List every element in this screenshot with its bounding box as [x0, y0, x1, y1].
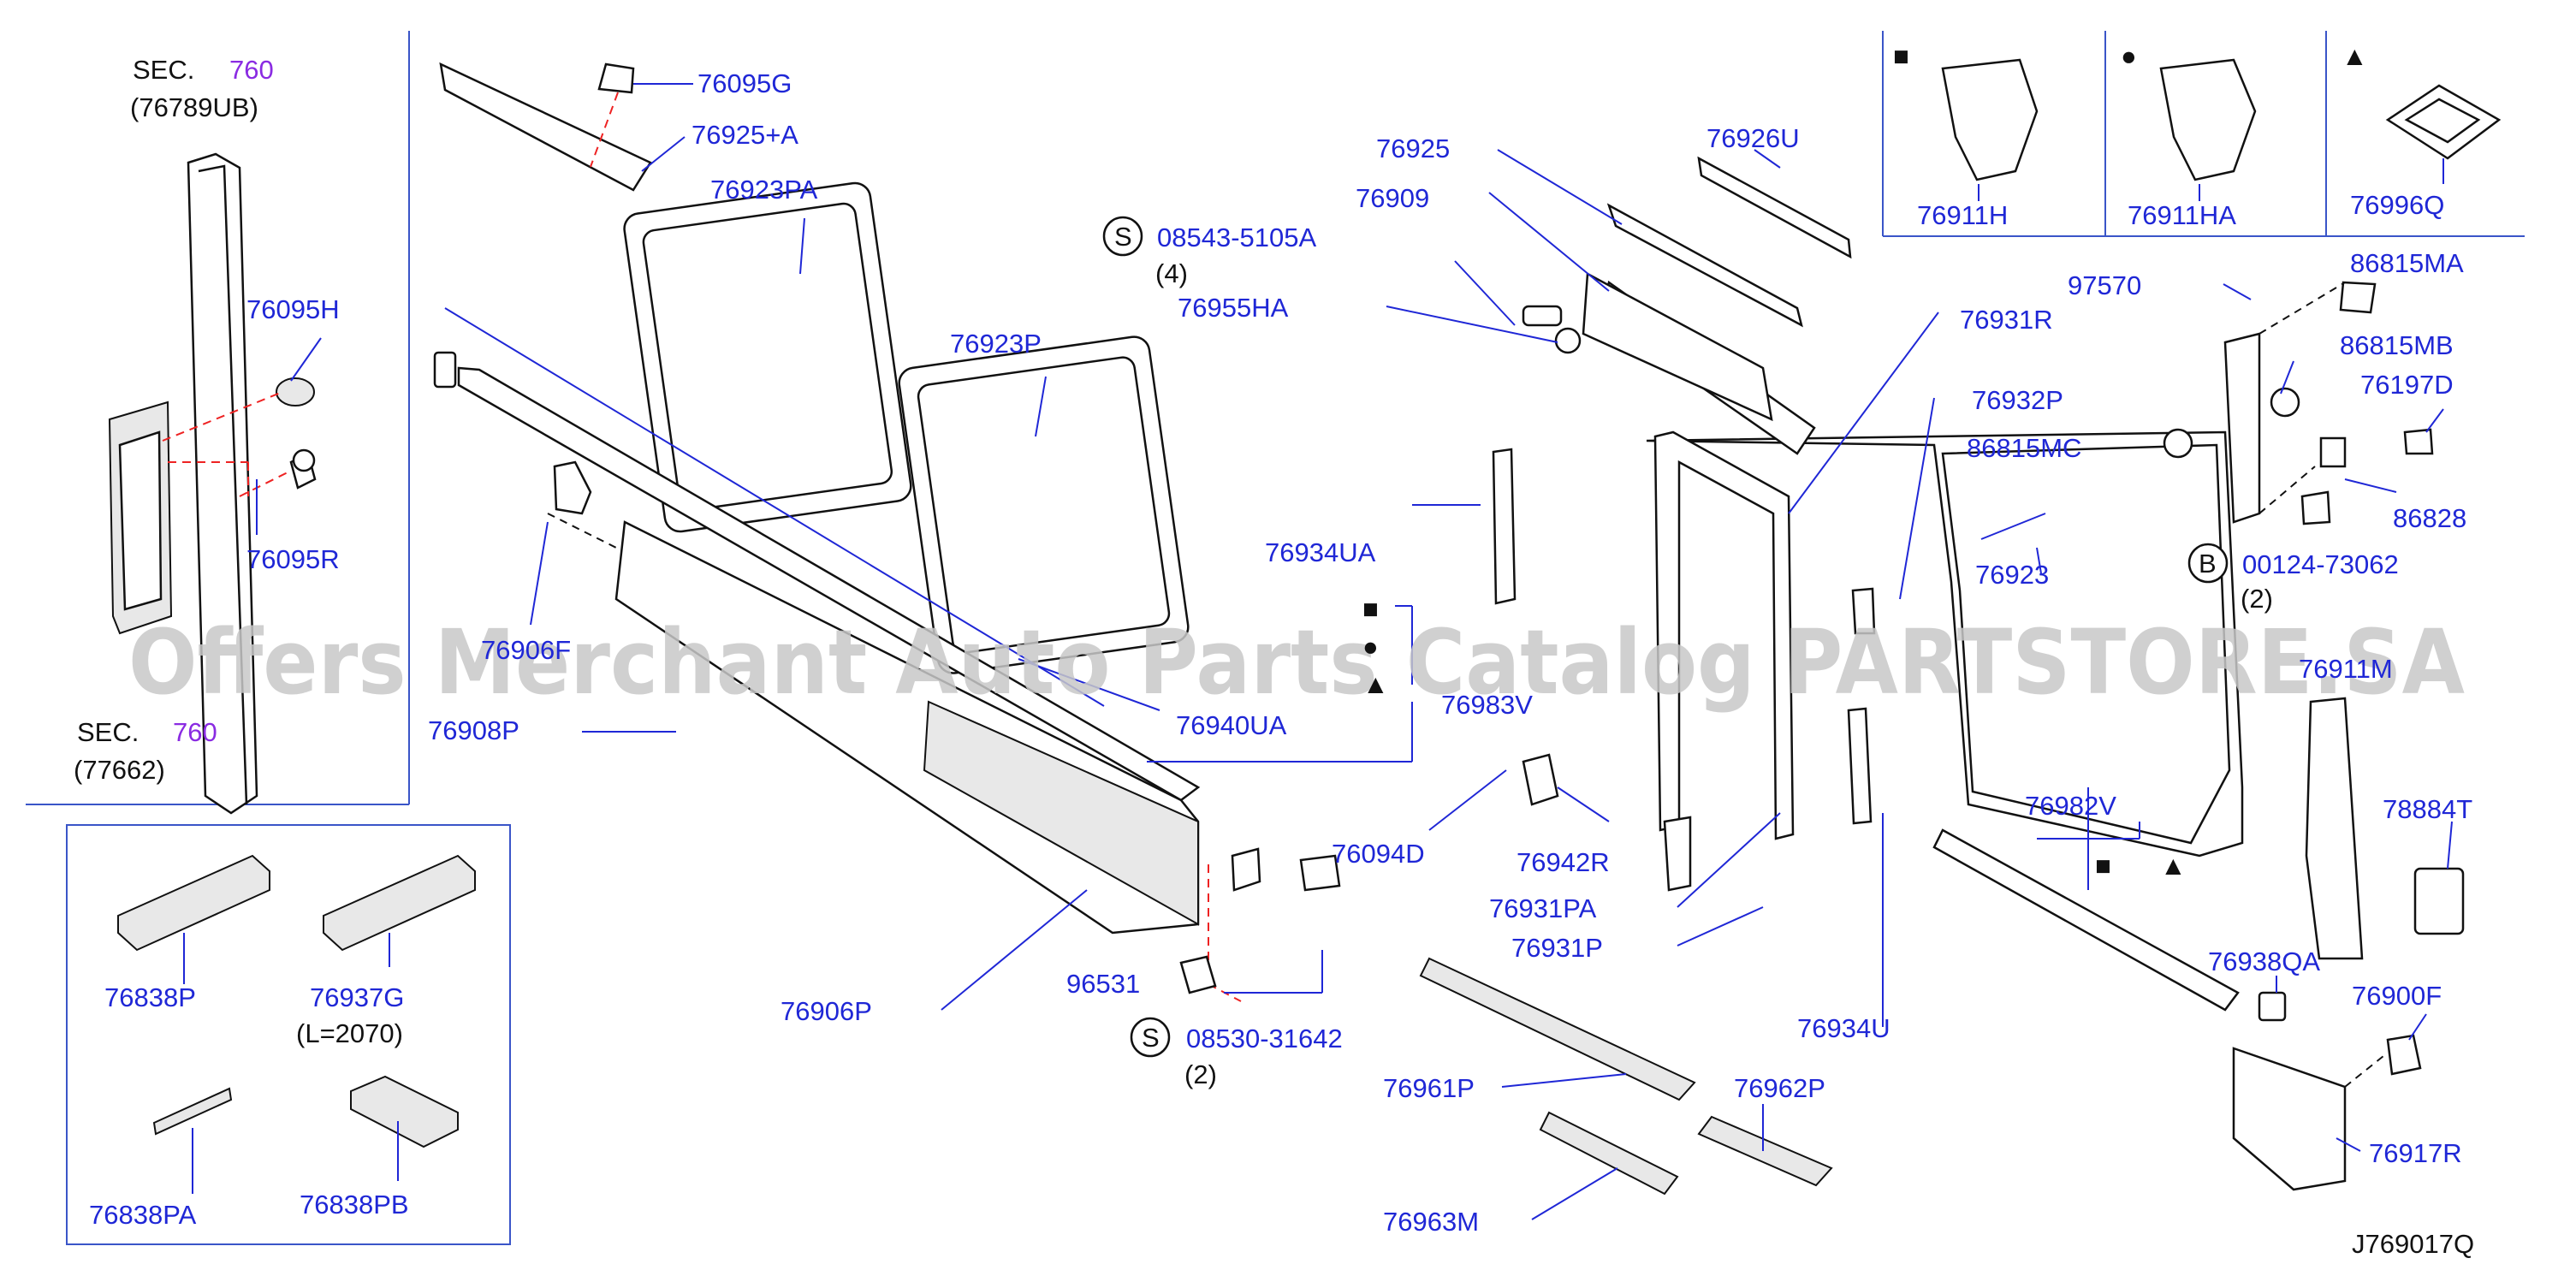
part-label-76900F[interactable]: 76900F	[2352, 981, 2442, 1011]
legend-illustrations	[1941, 58, 2502, 181]
section-ref-number[interactable]: 760	[229, 55, 274, 85]
part-label-76940UA[interactable]: 76940UA	[1176, 710, 1287, 740]
symbol-triangle: ▲	[1362, 669, 1389, 699]
small-parts-labels: 76838P 76937G (L=2070) 76838PA 76838PB	[89, 982, 409, 1230]
screw-prefix: S	[1142, 1023, 1160, 1053]
leader-lines	[183, 83, 2453, 1220]
screw-ref-00124: B 00124-73062 (2)	[2187, 543, 2399, 614]
part-label-00124-73062[interactable]: 00124-73062	[2242, 549, 2399, 579]
section-ref-lower: SEC. 760 (77662)	[74, 717, 217, 785]
part-labels: 76095G 76925+A 76923PA 76095H 76095R 769…	[246, 68, 2472, 1237]
section-ref-label: SEC.	[77, 717, 139, 747]
legend-symbol-circle: ●	[2121, 41, 2137, 71]
part-label-76917R[interactable]: 76917R	[2369, 1138, 2462, 1168]
part-label-78884T[interactable]: 78884T	[2383, 794, 2472, 824]
part-label-76926U[interactable]: 76926U	[1706, 123, 1800, 153]
part-label-76095G[interactable]: 76095G	[697, 68, 792, 98]
diagram-code: J769017Q	[2352, 1229, 2474, 1259]
part-label-76962P[interactable]: 76962P	[1734, 1073, 1825, 1103]
part-label-76925[interactable]: 76925	[1376, 134, 1450, 163]
screw-prefix: S	[1114, 222, 1132, 252]
screw-ref-08530: S 08530-31642 (2)	[1130, 1017, 1343, 1089]
part-label-76197D[interactable]: 76197D	[2360, 370, 2454, 400]
group-symbols: ■ ▲	[2095, 851, 2187, 881]
watermark: Offers Merchant Auto Parts Catalog PARTS…	[128, 610, 2465, 715]
part-label-76934U[interactable]: 76934U	[1797, 1013, 1890, 1043]
legend-symbol-triangle: ▲	[2342, 41, 2368, 71]
part-note: (L=2070)	[296, 1018, 403, 1048]
screw-qty: (2)	[1184, 1059, 1217, 1089]
part-label-76937G[interactable]: 76937G	[310, 982, 404, 1012]
section-ref-sub: (77662)	[74, 755, 165, 785]
section-ref-number[interactable]: 760	[173, 717, 217, 747]
part-label-96531[interactable]: 96531	[1066, 969, 1140, 999]
part-label-76923PA[interactable]: 76923PA	[710, 175, 818, 205]
part-label-86815MA[interactable]: 86815MA	[2350, 248, 2464, 278]
center-trim-illustrations	[1179, 156, 1876, 1196]
pillar-trim-illustration	[108, 152, 317, 815]
symbol-stack: ■ ● ▲	[1362, 594, 1389, 699]
part-label-76923P[interactable]: 76923P	[950, 329, 1042, 359]
screw-qty: (4)	[1155, 258, 1188, 288]
right-trim-illustrations	[1932, 281, 2465, 1191]
part-label-76982V[interactable]: 76982V	[2025, 791, 2116, 821]
part-label-76955HA[interactable]: 76955HA	[1178, 293, 1289, 323]
part-label-76095H[interactable]: 76095H	[246, 294, 340, 324]
small-parts-illustrations	[117, 854, 476, 1148]
part-label-76911M[interactable]: 76911M	[2299, 654, 2393, 684]
side-panel-illustrations	[433, 62, 1201, 935]
part-label-86828[interactable]: 86828	[2393, 503, 2466, 533]
part-label-76925-plus-a[interactable]: 76925+A	[691, 120, 798, 150]
part-label-76911H[interactable]: 76911H	[1917, 200, 2008, 230]
part-label-76908P[interactable]: 76908P	[428, 715, 519, 745]
part-label-76931P[interactable]: 76931P	[1511, 933, 1603, 963]
part-label-76938QA[interactable]: 76938QA	[2208, 947, 2320, 976]
legend-parts: ■ 76911H ● 76911HA ▲ 76996Q	[1893, 41, 2444, 230]
part-label-76094D[interactable]: 76094D	[1332, 839, 1425, 869]
screw-ref-08543: S 08543-5105A (4)	[1102, 216, 1316, 288]
part-label-86815MB[interactable]: 86815MB	[2340, 330, 2454, 360]
section-ref-label: SEC.	[133, 55, 194, 85]
part-label-76838PB[interactable]: 76838PB	[300, 1190, 409, 1220]
legend-symbol-square: ■	[1893, 41, 1909, 71]
part-label-76911HA[interactable]: 76911HA	[2128, 200, 2236, 230]
part-label-76931R[interactable]: 76931R	[1960, 305, 2053, 335]
part-label-76961P[interactable]: 76961P	[1383, 1073, 1475, 1103]
window-seal-illustrations	[623, 181, 2244, 858]
part-label-08543-5105A[interactable]: 08543-5105A	[1157, 223, 1316, 252]
part-label-76906P[interactable]: 76906P	[781, 996, 872, 1026]
part-label-76909[interactable]: 76909	[1356, 183, 1429, 213]
part-label-76838P[interactable]: 76838P	[104, 982, 196, 1012]
legend-box	[1882, 31, 2525, 237]
part-label-76932P[interactable]: 76932P	[1972, 385, 2063, 415]
symbol-square: ■	[2095, 851, 2111, 881]
part-label-76838PA[interactable]: 76838PA	[89, 1200, 197, 1230]
symbol-circle: ●	[1362, 632, 1379, 662]
part-label-97570[interactable]: 97570	[2068, 270, 2141, 300]
part-label-08530-31642[interactable]: 08530-31642	[1186, 1024, 1343, 1053]
part-label-76963M[interactable]: 76963M	[1383, 1207, 1479, 1237]
part-label-76983V[interactable]: 76983V	[1441, 690, 1533, 720]
screw-qty: (2)	[2241, 584, 2273, 614]
part-label-76906F[interactable]: 76906F	[481, 635, 571, 665]
part-label-76923[interactable]: 76923	[1975, 560, 2049, 590]
symbol-square: ■	[1362, 594, 1379, 624]
symbol-triangle: ▲	[2160, 851, 2187, 881]
part-label-76095R[interactable]: 76095R	[246, 544, 340, 574]
part-label-86815MC[interactable]: 86815MC	[1967, 433, 2081, 463]
screw-prefix: B	[2199, 549, 2217, 579]
part-label-76931PA[interactable]: 76931PA	[1489, 893, 1597, 923]
part-label-76996Q[interactable]: 76996Q	[2350, 190, 2444, 220]
part-label-76942R[interactable]: 76942R	[1517, 847, 1610, 877]
small-parts-box	[66, 824, 511, 1245]
section-ref-upper: SEC. 760 (76789UB)	[130, 55, 274, 122]
part-label-76934UA[interactable]: 76934UA	[1265, 537, 1376, 567]
section-ref-sub: (76789UB)	[130, 92, 258, 122]
